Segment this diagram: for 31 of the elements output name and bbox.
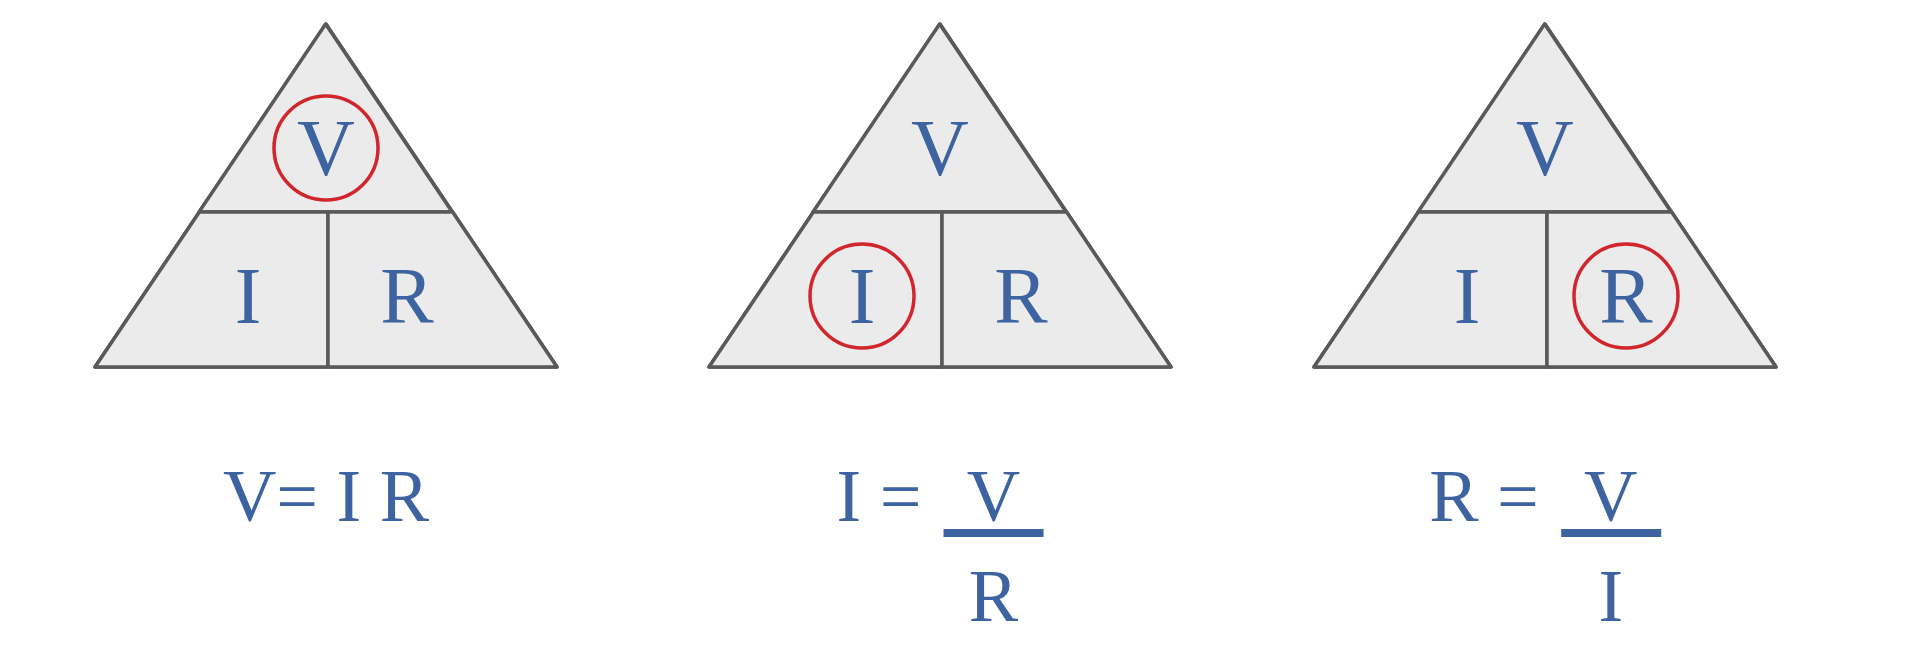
numerator: V (966, 459, 1021, 533)
variable-label: V (911, 108, 969, 188)
triangle-section (942, 212, 1171, 367)
triangle-section (1547, 212, 1776, 367)
numerator: V (1584, 459, 1638, 533)
variable-label: R (994, 256, 1048, 336)
ohms-law-triangle (1314, 24, 1776, 367)
triangle-section (95, 212, 328, 367)
triangle-section (813, 24, 1067, 212)
triangle-section (199, 24, 453, 212)
ohms-law-triangle (95, 24, 557, 367)
formula-text: R = (1429, 459, 1539, 533)
variable-label: I (234, 256, 262, 336)
triangle-section (709, 212, 942, 367)
triangle-section (328, 212, 557, 367)
triangle-section (1418, 24, 1672, 212)
denominator: R (968, 559, 1019, 633)
triangle-section (1314, 212, 1547, 367)
variable-label: V (297, 108, 355, 188)
denominator: I (1598, 559, 1624, 633)
variable-label: I (1453, 256, 1481, 336)
formula-text: V= I R (222, 459, 430, 533)
highlight-circle (808, 242, 916, 350)
variable-label: R (380, 256, 434, 336)
variable-label: V (1516, 108, 1574, 188)
ohms-law-triangle (709, 24, 1171, 367)
highlight-circle (1572, 242, 1680, 350)
highlight-circle (272, 94, 380, 202)
formula-text: I = (836, 459, 922, 533)
variable-label: R (1599, 256, 1653, 336)
variable-label: I (848, 256, 876, 336)
